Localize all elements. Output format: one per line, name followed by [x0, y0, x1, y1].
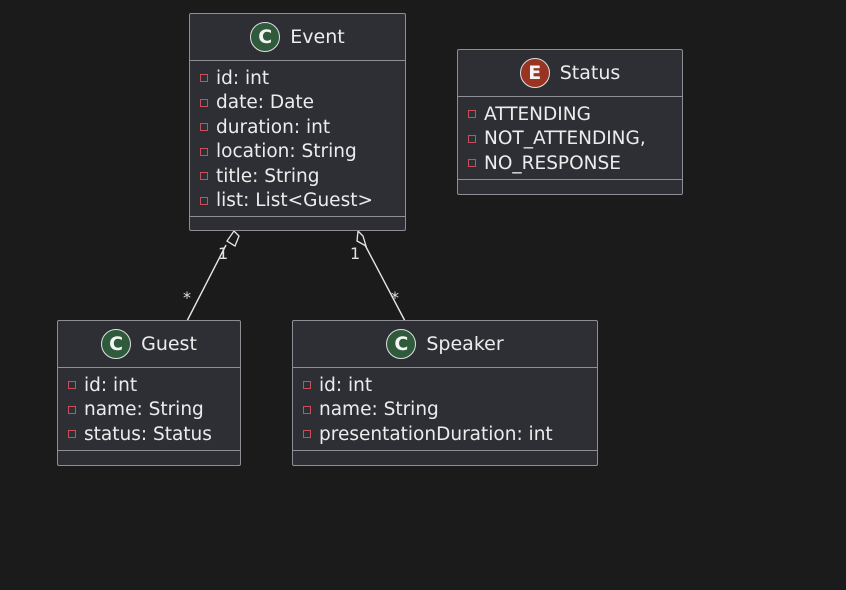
class-name: Guest — [141, 333, 197, 355]
enum-header: E Status — [458, 50, 682, 97]
event-class[interactable]: C Event id: int date: Date duration: int… — [189, 13, 406, 231]
class-header: C Event — [190, 14, 405, 61]
field-row: presentationDuration: int — [303, 422, 597, 447]
private-visibility-icon — [200, 74, 208, 83]
private-visibility-icon — [303, 405, 311, 414]
event-guest-source-multiplicity: 1 — [218, 244, 229, 263]
private-visibility-icon — [68, 381, 76, 390]
field-row: status: Status — [68, 422, 240, 447]
private-visibility-icon — [68, 430, 76, 439]
enum-value-text: NO_RESPONSE — [484, 152, 621, 174]
field-row: list: List<Guest> — [200, 189, 405, 214]
event-speaker-target-multiplicity: * — [391, 288, 399, 307]
speaker-class[interactable]: C Speaker id: int name: String presentat… — [292, 320, 598, 466]
class-stereotype-icon: C — [101, 329, 132, 359]
private-visibility-icon — [303, 430, 311, 439]
field-text: id: int — [84, 374, 138, 396]
field-row: id: int — [303, 373, 597, 398]
private-visibility-icon — [200, 123, 208, 132]
class-name: Speaker — [426, 333, 504, 355]
event-guest-association — [186, 229, 240, 322]
field-row: title: String — [200, 164, 405, 189]
enum-value-row: ATTENDING — [468, 102, 682, 127]
event-speaker-association — [356, 229, 406, 322]
field-list: id: int date: Date duration: int locatio… — [190, 61, 405, 217]
method-compartment — [190, 217, 405, 224]
class-header: C Guest — [58, 321, 240, 368]
field-text: location: String — [216, 141, 357, 163]
field-text: date: Date — [216, 92, 315, 114]
field-text: id: int — [319, 374, 373, 396]
aggregation-diamond-icon — [226, 229, 240, 247]
field-text: name: String — [319, 399, 439, 421]
field-row: id: int — [68, 373, 240, 398]
enum-name: Status — [559, 62, 621, 84]
enum-value-text: ATTENDING — [484, 103, 591, 125]
event-speaker-line — [364, 244, 406, 322]
field-list: id: int name: String presentationDuratio… — [293, 368, 597, 451]
enum-value-row: NO_RESPONSE — [468, 151, 682, 176]
event-guest-line — [186, 244, 227, 322]
field-row: id: int — [200, 66, 405, 91]
status-enum[interactable]: E Status ATTENDING NOT_ATTENDING, NO_RES… — [457, 49, 683, 195]
field-text: id: int — [216, 67, 270, 89]
aggregation-diamond-icon — [356, 229, 368, 248]
event-speaker-source-multiplicity: 1 — [350, 244, 361, 263]
method-compartment — [293, 451, 597, 458]
field-text: title: String — [216, 165, 320, 187]
field-text: presentationDuration: int — [319, 423, 553, 445]
enum-value-text: NOT_ATTENDING, — [484, 128, 646, 150]
enum-value-list: ATTENDING NOT_ATTENDING, NO_RESPONSE — [458, 97, 682, 180]
private-visibility-icon — [200, 172, 208, 181]
guest-class[interactable]: C Guest id: int name: String status: Sta… — [57, 320, 241, 466]
field-row: date: Date — [200, 91, 405, 116]
private-visibility-icon — [468, 159, 476, 168]
method-compartment — [58, 451, 240, 458]
field-row: name: String — [303, 398, 597, 423]
private-visibility-icon — [303, 381, 311, 390]
field-text: list: List<Guest> — [216, 190, 373, 212]
class-stereotype-icon: C — [250, 22, 281, 52]
enum-value-row: NOT_ATTENDING, — [468, 127, 682, 152]
field-list: id: int name: String status: Status — [58, 368, 240, 451]
field-row: duration: int — [200, 115, 405, 140]
field-text: status: Status — [84, 423, 212, 445]
event-guest-target-multiplicity: * — [183, 288, 191, 307]
class-header: C Speaker — [293, 321, 597, 368]
field-text: duration: int — [216, 116, 331, 138]
private-visibility-icon — [200, 98, 208, 107]
field-text: name: String — [84, 399, 204, 421]
class-stereotype-icon: C — [386, 329, 417, 359]
private-visibility-icon — [200, 196, 208, 205]
private-visibility-icon — [468, 134, 476, 143]
private-visibility-icon — [200, 147, 208, 156]
field-row: name: String — [68, 398, 240, 423]
private-visibility-icon — [468, 110, 476, 119]
field-row: location: String — [200, 140, 405, 165]
enum-stereotype-icon: E — [519, 58, 550, 88]
class-name: Event — [290, 26, 345, 48]
private-visibility-icon — [68, 405, 76, 414]
method-compartment — [458, 180, 682, 187]
